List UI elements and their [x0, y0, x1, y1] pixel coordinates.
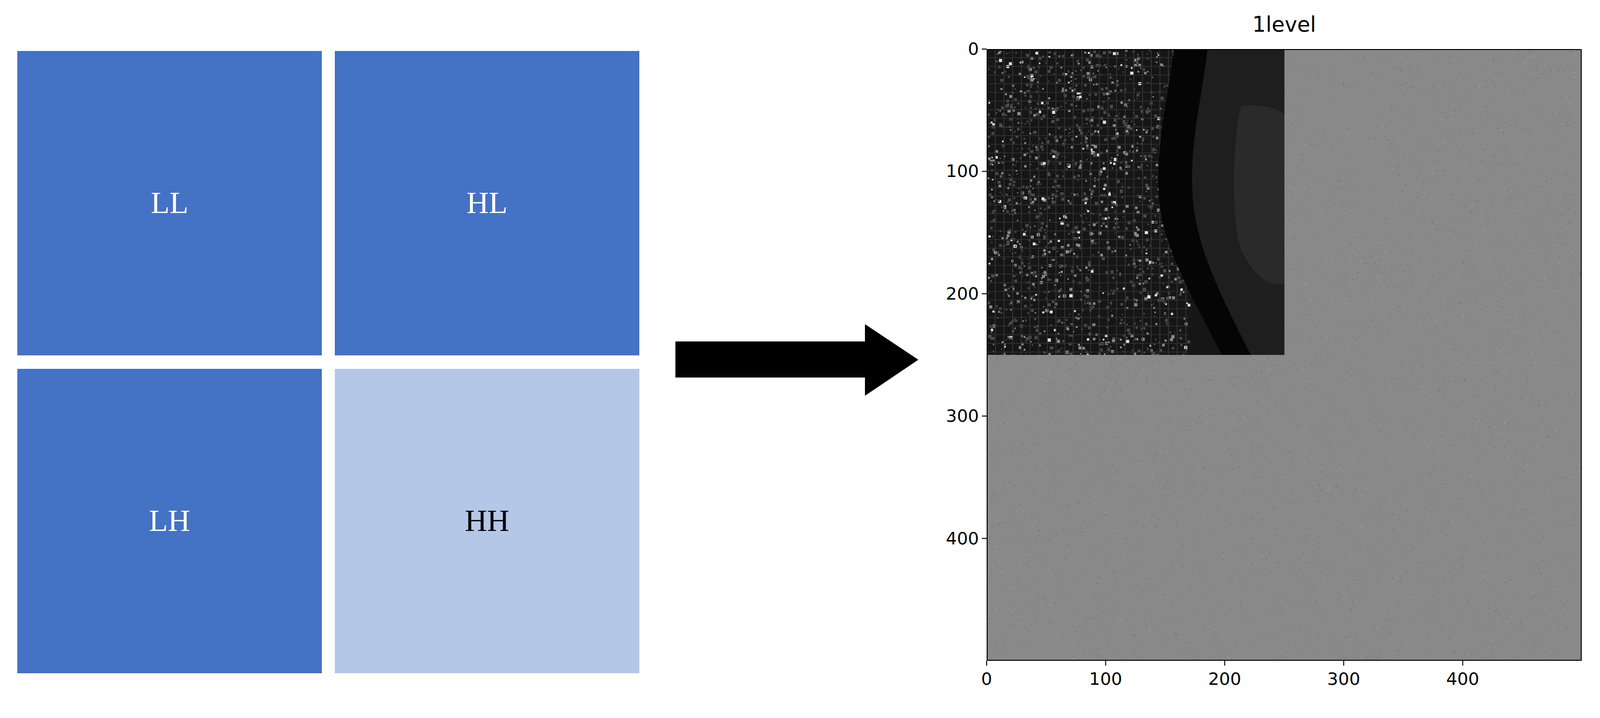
detail-speck	[1581, 606, 1584, 608]
arrow-shape	[675, 324, 919, 396]
